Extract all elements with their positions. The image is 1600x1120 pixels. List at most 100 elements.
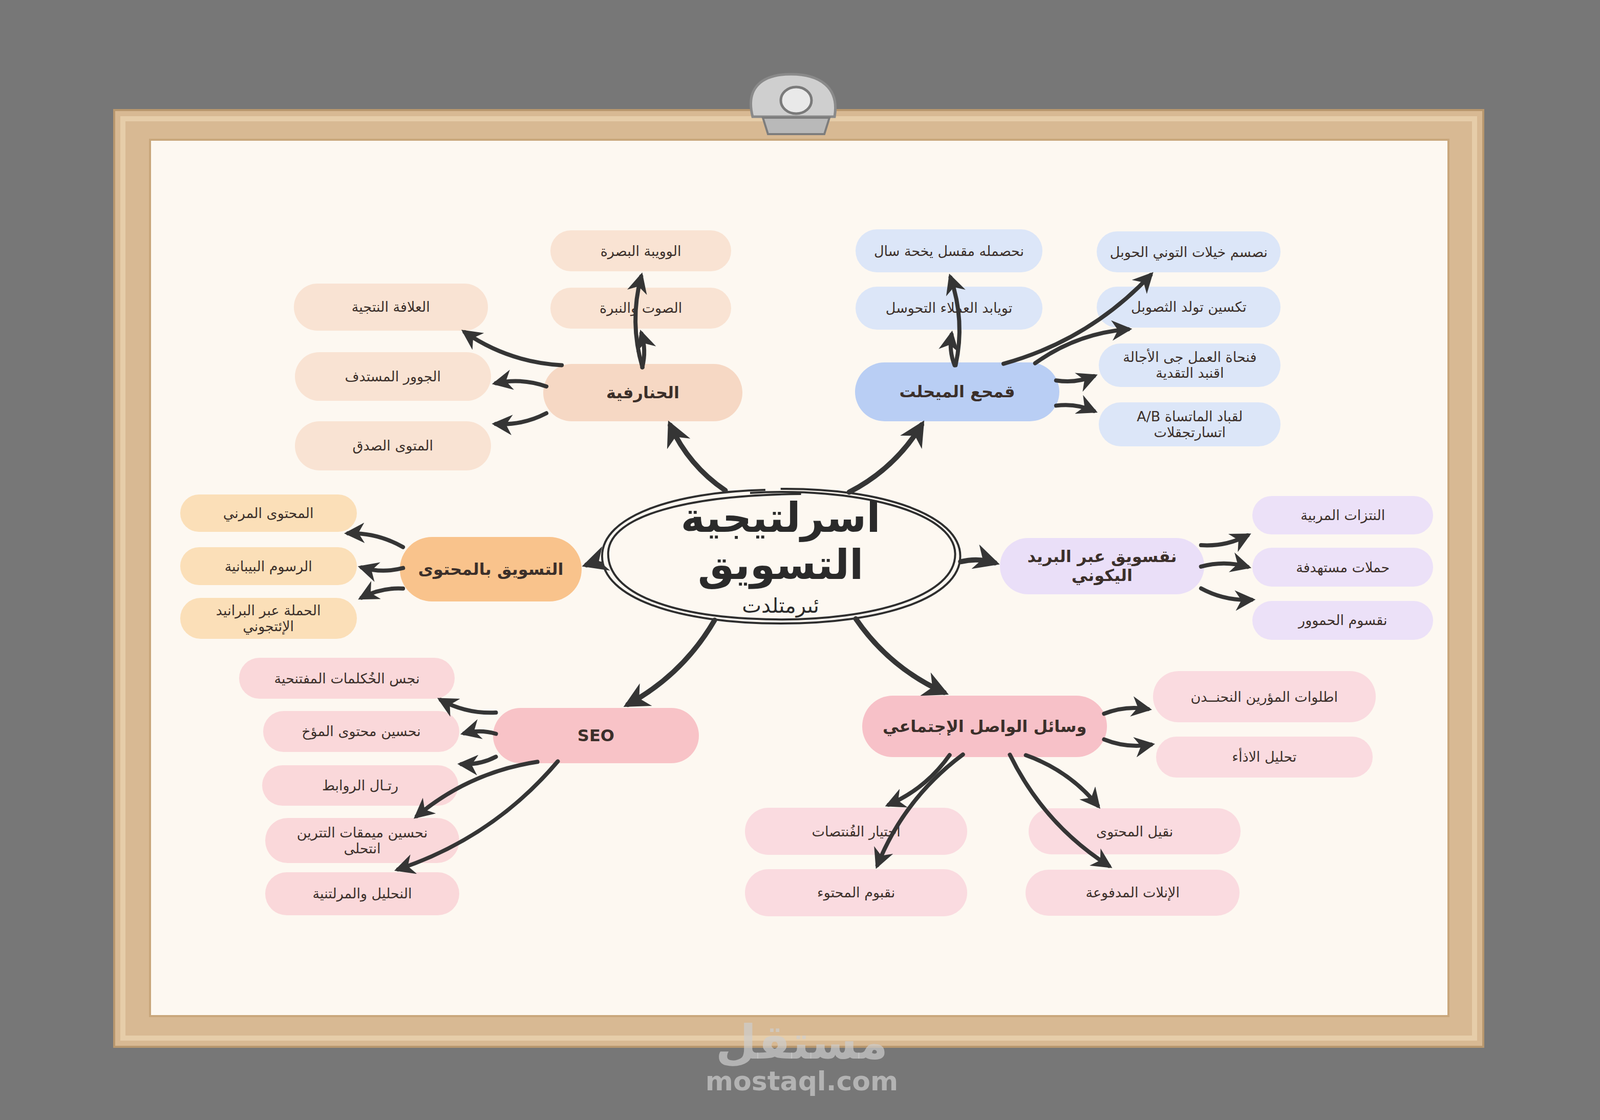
connector-arrow [495,413,547,424]
leaf-box: النتزات المربية [1252,496,1434,536]
node-label: الصوت والنبرة [599,300,682,316]
node-label: الحنارفية [606,383,680,403]
central-ellipse: اسرلتيجية التسويقئىرمتلدت [596,484,965,628]
watermark: مستقل [715,1015,888,1071]
connector-arrow [361,588,403,599]
paper-sheet [150,139,1449,1017]
node-label: وسائل الواصل الإجتماعي [882,717,1087,737]
leaf-box: الوويبة البصرة [550,230,732,272]
clip-jaw [762,117,830,135]
connector-arrow [1035,329,1129,364]
clip-body [751,74,836,117]
leaf-box: نقسوم الحموور [1252,601,1434,640]
node-label: SEO [577,726,615,746]
connector-arrow [416,761,538,817]
connector-arrow [641,333,645,368]
node-label: الوويبة البصرة [600,243,682,260]
node-label: العلافة النتجية [351,299,431,315]
branch-box: SEO [493,708,700,764]
node-label: نحسين ميمقات التترين انتحلى [277,824,447,857]
node-label: الرسوم البيبانية [224,558,313,575]
node-label: نقسويق عبر البريد اليكوني [1012,547,1192,586]
leaf-box: تكسين تولد الثصوبل [1096,286,1281,328]
branch-box: وسائل الواصل الإجتماعي [862,695,1107,758]
leaf-box: نجس الخُكلمات المفتنحية [239,657,455,699]
leaf-box: احتيار الفُنتصات [744,807,968,856]
leaf-box: نقيل المحتوى [1028,808,1242,855]
connector-arrow [1201,535,1248,546]
leaf-box: الإنلات المدفوعة [1025,869,1241,916]
connector-arrow [627,620,715,706]
leaf-box: الحملة عبر البرانيد الإئتجوني [180,598,357,639]
leaf-box: نقبوم المحتوء [744,869,968,917]
node-label: نجس الخُكلمات المفتنحية [274,670,420,687]
node-label: نقيل المحتوى [1096,823,1173,840]
connector-arrow [1056,376,1095,382]
connector-arrow [960,560,995,564]
node-label: تحليل الاذأء [1231,749,1297,765]
leaf-box: رتـال الروابط [262,765,459,807]
leaf-box: نحصمله مقسل يخحة سال [855,229,1043,273]
connector-arrow [496,380,547,387]
branch-box: نقسويق عبر البريد اليكوني [999,538,1205,595]
leaf-box: تحليل الاذأء [1156,736,1373,778]
leaf-box: الجوور المستدف [294,352,492,402]
connector-arrow [1103,708,1148,714]
connector-arrow [888,755,950,805]
node-label: اطلوات المؤرين النحنــدن [1190,689,1338,706]
connector-arrow [950,334,955,366]
node-label: رتـال الروابط [322,777,399,794]
leaf-box: الرسوم البيبانية [180,547,357,586]
leaf-box: نحسين ميمقات التترين انتحلى [265,818,460,864]
leaf-box: العلافة النتجية [293,283,488,331]
connector-arrow [950,277,960,366]
leaf-box: اطلوات المؤرين النحنــدن [1153,671,1376,723]
wood-highlight [122,118,1475,1039]
connector-arrow [849,424,923,493]
connector-arrow [361,567,404,571]
connector-arrow [1201,588,1252,601]
leaf-box: المتوى الصدق [294,421,492,471]
node-label: النتزات المربية [1300,507,1385,524]
branch-box: التسويق بالمحتوى [399,537,582,602]
node-label: نحصمله مقسل يخحة سال [873,243,1024,260]
watermark: mostaql.com [705,1065,899,1097]
clip-ring [780,87,812,114]
leaf-box: الصوت والنبرة [550,287,732,329]
node-label: نحسين محتوى المؤخ [301,723,421,740]
leaf-box: حملات مستهدفة [1252,547,1434,587]
leaf-box: النحليل والمرلتنية [265,872,460,916]
binder-clip [751,74,836,135]
connector-arrow [635,276,643,368]
node-label: المحتوى المرني [223,505,314,522]
leaf-box: نصسم خيلات التوني الحوبل [1096,231,1281,273]
connector-arrow [348,533,403,548]
connector-arrow [464,731,497,735]
node-label: الحملة عبر البرانيد الإئتجوني [192,602,345,635]
node-label: التسويق بالمحتوى [418,560,564,580]
leaf-box: تويابد العملاء التحوسل [855,286,1043,330]
branch-box: الحنارفية [543,364,743,422]
leaf-box: لقباد الماتساة A/B اتسارتجقلات [1098,402,1281,447]
central-title: اسرلتيجية التسويق [596,494,965,589]
connector-arrow [670,425,726,492]
node-label: قمحع الميحلت [899,382,1015,402]
connector-arrow [1009,754,1109,866]
node-label: المتوى الصدق [352,437,434,454]
node-label: نقسوم الحموور [1298,612,1388,629]
node-label: حملات مستهدفة [1295,559,1390,576]
node-label: لقباد الماتساة A/B اتسارتجقلات [1111,408,1269,441]
connector-arrow [856,619,945,693]
leaf-box: المحتوى المرني [180,494,357,533]
node-label: نقبوم المحتوء [817,884,895,901]
node-label: تكسين تولد الثصوبل [1131,299,1247,315]
node-label: تويابد العملاء التحوسل [885,300,1013,316]
wood-frame [114,110,1484,1048]
node-label: احتيار الفُنتصات [812,823,901,840]
connector-arrow [877,754,964,866]
connector-arrow [1103,739,1151,746]
connector-arrow [1003,274,1151,364]
node-label: الإنلات المدفوعة [1085,884,1180,901]
